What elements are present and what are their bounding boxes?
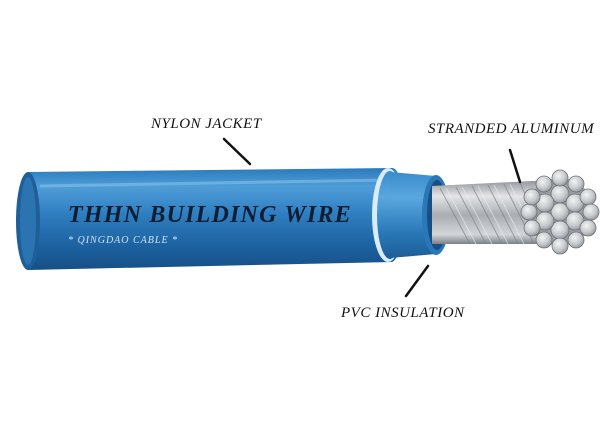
label-nylon-jacket: NYLON JACKET — [151, 116, 262, 132]
label-pvc-insulation: PVC INSULATION — [341, 305, 465, 321]
label-stranded-aluminum: STRANDED ALUMINUM — [428, 121, 595, 137]
leader-jacket — [222, 137, 252, 166]
leader-lines — [222, 137, 522, 298]
cable-print-subtitle: * QINGDAO CABLE * — [68, 235, 179, 246]
leader-aluminum — [508, 148, 522, 184]
nylon-jacket — [16, 168, 404, 270]
leader-insulation — [404, 264, 430, 298]
cable-print-title: THHN BUILDING WIRE — [68, 202, 352, 228]
aluminum-conductor — [432, 169, 600, 255]
